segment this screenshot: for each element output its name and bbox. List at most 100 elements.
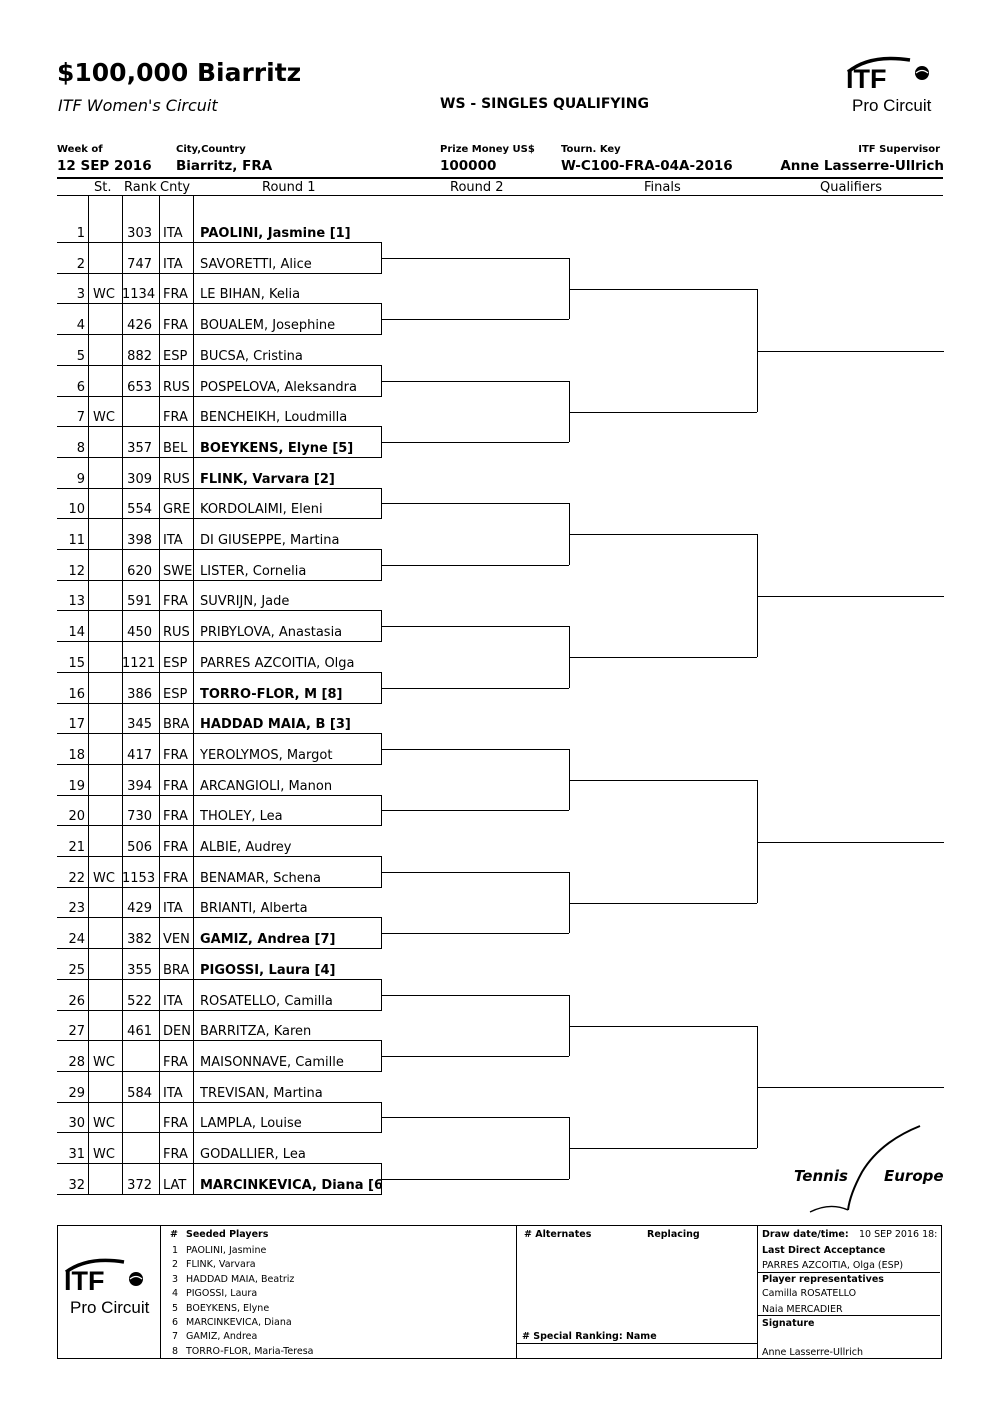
entry-line — [57, 1102, 382, 1103]
finals-line — [569, 1148, 757, 1149]
player-country: LAT — [163, 1178, 187, 1193]
player-country: FRA — [163, 287, 188, 302]
player-rank: 461 — [127, 1024, 152, 1039]
round2-line — [381, 810, 569, 811]
entry-line — [57, 365, 382, 366]
player-country: ESP — [163, 349, 188, 364]
player-rank: 554 — [127, 502, 152, 517]
columns-divider — [57, 195, 943, 196]
player-country: ESP — [163, 687, 188, 702]
player-name: BARRITZA, Karen — [200, 1024, 312, 1039]
player-name: PRIBYLOVA, Anastasia — [200, 625, 343, 640]
player-name: BOUALEM, Josephine — [200, 318, 336, 333]
col-qualifiers: Qualifiers — [820, 180, 882, 195]
round2-line — [381, 442, 569, 443]
finals-line — [569, 289, 757, 290]
player-rank: 357 — [127, 441, 152, 456]
tennis-europe-swoosh-icon — [809, 1125, 921, 1213]
entry-status: WC — [93, 1055, 115, 1070]
player-rank: 522 — [127, 994, 152, 1009]
column-separator — [193, 196, 194, 1195]
player-rank: 355 — [127, 963, 152, 978]
draw-number: 17 — [68, 717, 85, 732]
player-name: BRIANTI, Alberta — [200, 901, 308, 916]
entry-line — [57, 764, 382, 765]
seeded-player-name: MARCINKEVICA, Diana — [186, 1317, 292, 1328]
bracket-connector — [381, 303, 382, 334]
bracket-connector — [569, 381, 570, 442]
player-name: LISTER, Cornelia — [200, 564, 307, 579]
supervisor-label: ITF Supervisor — [858, 144, 940, 155]
draw-number: 13 — [68, 594, 85, 609]
draw-number: 20 — [68, 809, 85, 824]
player-rank: 309 — [127, 472, 152, 487]
entry-status: WC — [93, 871, 115, 886]
entry-status: WC — [93, 1147, 115, 1162]
column-separator — [122, 196, 123, 1195]
bracket-connector — [381, 733, 382, 764]
player-name: FLINK, Varvara [2] — [200, 472, 335, 487]
entry-line — [57, 1132, 382, 1133]
round2-line — [381, 749, 569, 750]
tennis-europe-right-text: Europe — [884, 1167, 944, 1185]
replacing-title: Replacing — [647, 1229, 700, 1240]
entry-line — [57, 1163, 382, 1164]
entry-line — [57, 887, 382, 888]
seeded-player-name: BOEYKENS, Elyne — [186, 1302, 270, 1314]
entry-line — [57, 273, 382, 274]
player-rank: 653 — [127, 380, 152, 395]
player-name: TREVISAN, Martina — [200, 1086, 323, 1101]
bracket-connector — [381, 610, 382, 641]
player-name: TORRO-FLOR, M [8] — [200, 687, 343, 702]
column-separator — [159, 196, 160, 1195]
player-name: MAISONNAVE, Camille — [200, 1055, 344, 1070]
itf-logo-text: ITF — [846, 64, 887, 94]
player-rank: 394 — [127, 779, 152, 794]
round2-line — [381, 565, 569, 566]
round2-line — [381, 258, 569, 259]
player-rank: 382 — [127, 932, 152, 947]
bracket-connector — [381, 917, 382, 948]
draw-number: 22 — [68, 871, 85, 886]
bracket-connector — [381, 1040, 382, 1071]
entry-line — [57, 948, 382, 949]
bracket-connector — [569, 872, 570, 933]
entry-line — [57, 518, 382, 519]
player-name: PIGOSSI, Laura [4] — [200, 963, 336, 978]
finals-line — [569, 1026, 757, 1027]
player-name: GODALLIER, Lea — [200, 1147, 306, 1162]
col-finals: Finals — [644, 180, 681, 195]
signature-label: Signature — [762, 1318, 815, 1329]
player-rank: 620 — [127, 564, 152, 579]
player-rank: 417 — [127, 748, 152, 763]
bracket-connector — [381, 1163, 382, 1194]
entry-line — [57, 549, 382, 550]
draw-number: 5 — [76, 349, 85, 364]
city-label: City,Country — [176, 144, 246, 155]
player-name: SUVRIJN, Jade — [200, 594, 290, 609]
finals-line — [569, 780, 757, 781]
entry-line — [57, 580, 382, 581]
seeded-player-name: PAOLINI, Jasmine — [186, 1245, 267, 1256]
col-round1: Round 1 — [262, 180, 316, 195]
round2-line — [381, 1056, 569, 1057]
player-name: THOLEY, Lea — [200, 809, 283, 824]
player-country: ESP — [163, 656, 188, 671]
seeded-hash: # — [170, 1229, 178, 1240]
prize-label: Prize Money US$ — [440, 144, 535, 155]
player-name: PAOLINI, Jasmine [1] — [200, 226, 351, 241]
rep-2: Naia MERCADIER — [762, 1304, 843, 1315]
player-name: LE BIHAN, Kelia — [200, 287, 301, 302]
column-separator — [88, 196, 89, 1195]
bracket-connector — [569, 258, 570, 319]
finals-line — [569, 657, 757, 658]
player-country: FRA — [163, 1116, 188, 1131]
player-rank: 591 — [127, 594, 152, 609]
entry-line — [57, 426, 382, 427]
entry-status: WC — [93, 287, 115, 302]
city-value: Biarritz, FRA — [176, 158, 273, 174]
finals-line — [569, 412, 757, 413]
seeded-number: 1 — [172, 1245, 179, 1256]
player-rank: 398 — [127, 533, 152, 548]
seeded-number: 2 — [172, 1259, 179, 1271]
